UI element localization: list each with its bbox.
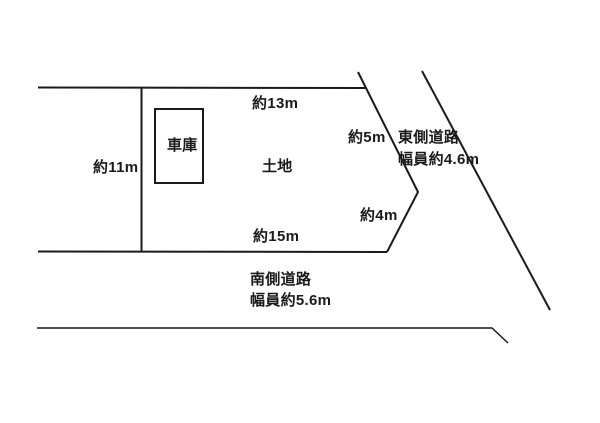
dimension-bottom-label: 約15m (253, 228, 300, 245)
dimension-left-label: 約11m (93, 159, 139, 176)
land-label: 土地 (262, 158, 293, 175)
dimension-lower-right-label: 約4m (360, 207, 398, 224)
plot-east-boundary-line (357, 71, 420, 253)
south-road-far-edge-line (37, 327, 509, 344)
plot-top-boundary-line (37, 86, 366, 89)
east-road-far-edge-line (421, 70, 551, 311)
dimension-top-label: 約13m (252, 95, 299, 112)
garage-label: 車庫 (167, 137, 198, 154)
garage-outline-rect (154, 108, 204, 184)
south-road-width-label: 幅員約5.6m (250, 292, 332, 309)
south-road-name-label: 南側道路 (250, 271, 312, 288)
plot-bottom-boundary-line (37, 250, 388, 253)
east-road-width-label: 幅員約4.6m (398, 151, 480, 168)
dimension-upper-right-label: 約5m (348, 129, 386, 146)
east-road-name-label: 東側道路 (398, 129, 460, 146)
